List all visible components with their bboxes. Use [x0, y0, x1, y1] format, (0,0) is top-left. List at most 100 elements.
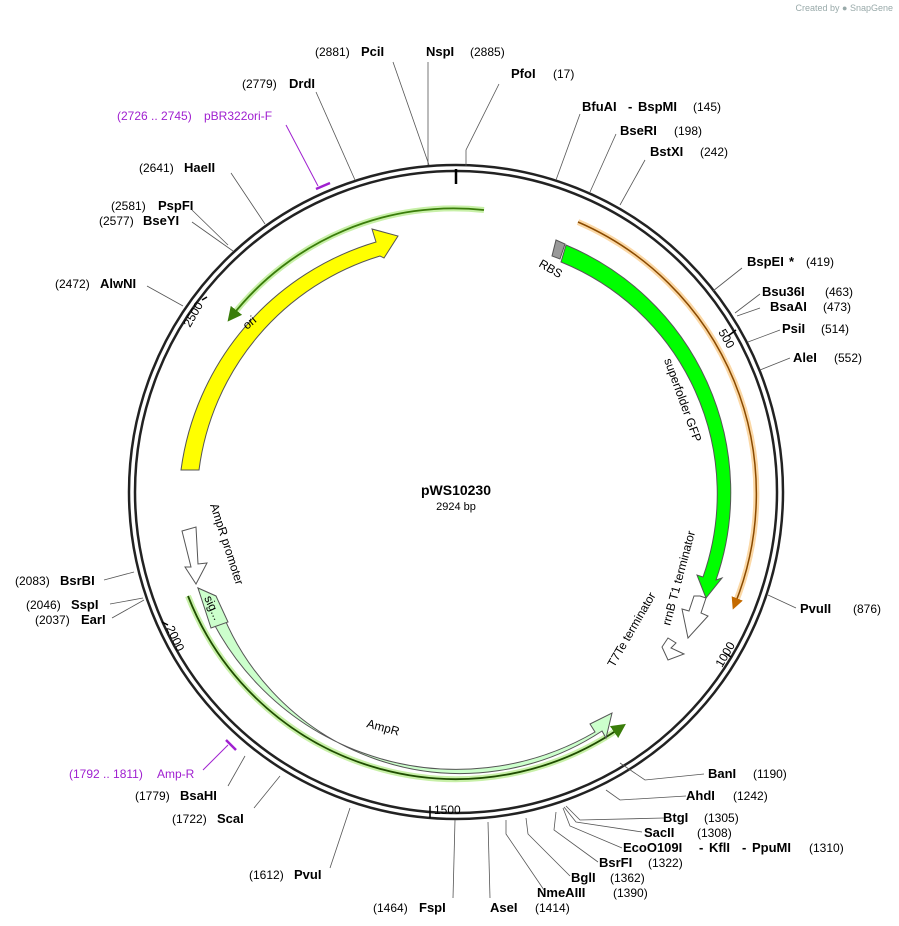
enzyme-labels: (2881) PciI NspI (2885) PfoI (17) (2779)… [15, 44, 881, 915]
enzyme-drdi[interactable]: DrdI [289, 76, 315, 91]
enzyme-nspi[interactable]: NspI [426, 44, 454, 59]
tick-label-1500: 1500 [434, 803, 461, 817]
enzyme-btgi[interactable]: BtgI [663, 810, 688, 825]
enzyme-bspei[interactable]: BspEI [747, 254, 784, 269]
enzyme-sacii-position: (1308) [697, 826, 732, 840]
enzyme-bstxi[interactable]: BstXI [650, 144, 683, 159]
primer-amp-r-position: (1792 .. 1811) [69, 767, 143, 781]
enzyme-fspi[interactable]: FspI [419, 900, 446, 915]
tick-label-2500: 2500 [180, 299, 206, 329]
enzyme-bani-position: (1190) [753, 767, 787, 781]
ampr-strand-line[interactable] [187, 595, 626, 780]
enzyme-bfuai-position: (145) [693, 100, 721, 114]
t7te-terminator-label: T7Te terminator [604, 590, 658, 670]
enzyme-pvuii-position: (876) [853, 602, 881, 616]
enzyme-sspi-position: (2046) [26, 598, 61, 612]
plasmid-name: pWS10230 [421, 482, 491, 498]
enzyme-ppumi[interactable]: PpuMI [752, 840, 791, 855]
enzyme-bgli-position: (1362) [610, 871, 645, 885]
tick-label-2000: 2000 [163, 623, 187, 653]
enzyme-bstxi-position: (242) [700, 145, 728, 159]
scale-ticks: 500 1000 1500 2000 2500 [161, 296, 738, 818]
enzyme-alei-position: (552) [834, 351, 862, 365]
enzyme-pspfi-position: (2581) [111, 199, 146, 213]
enzyme-bspmi-dash: - [628, 99, 632, 114]
enzyme-bani[interactable]: BanI [708, 766, 736, 781]
plasmid-length: 2924 bp [436, 501, 476, 513]
enzyme-eari-position: (2037) [35, 613, 70, 627]
enzyme-bgli[interactable]: BglI [571, 870, 596, 885]
enzyme-pfoi-position: (17) [553, 67, 574, 81]
enzyme-psii-position: (514) [821, 322, 849, 336]
enzyme-bfuai[interactable]: BfuAI [582, 99, 617, 114]
enzyme-bsrbi[interactable]: BsrBI [60, 573, 95, 588]
snapgene-logo-icon: ● [842, 3, 848, 13]
enzyme-ahdi[interactable]: AhdI [686, 788, 715, 803]
enzyme-pcii-position: (2881) [315, 45, 350, 59]
primer-pbr322ori-f-mark[interactable] [315, 181, 331, 191]
ori-strand-line[interactable] [227, 207, 485, 322]
enzyme-pvui[interactable]: PvuI [294, 867, 321, 882]
enzyme-fspi-position: (1464) [373, 901, 408, 915]
enzyme-ecoo109i[interactable]: EcoO109I [623, 840, 682, 855]
superfolder-gfp-feature-arrow[interactable] [560, 244, 732, 599]
ampr-feature-arrow[interactable] [197, 587, 613, 774]
ampr-promoter-arrow[interactable] [181, 526, 208, 585]
enzyme-ahdi-position: (1242) [733, 789, 768, 803]
enzyme-scai-position: (1722) [172, 812, 207, 826]
rrnb-t1-terminator-arrow[interactable] [681, 595, 709, 640]
signal-sequence-feature[interactable] [197, 587, 229, 629]
enzyme-nspi-position: (2885) [470, 45, 505, 59]
enzyme-pcii[interactable]: PciI [361, 44, 384, 59]
enzyme-pfoi[interactable]: PfoI [511, 66, 536, 81]
primer-pbr322ori-f-label[interactable]: pBR322ori-F [204, 109, 272, 123]
enzyme-nmeaiii[interactable]: NmeAIII [537, 885, 585, 900]
primer-pbr322ori-f-leader [285, 124, 319, 187]
enzyme-bsrfi[interactable]: BsrFI [599, 855, 632, 870]
enzyme-scai[interactable]: ScaI [217, 811, 244, 826]
rbs-feature[interactable] [551, 239, 566, 260]
ori-feature-arrow[interactable] [180, 228, 399, 471]
enzyme-kfli[interactable]: KflI [709, 840, 730, 855]
enzyme-ppumi-dash: - [742, 840, 746, 855]
enzyme-haeii-position: (2641) [139, 161, 174, 175]
t7te-terminator-arrow[interactable] [661, 637, 686, 661]
enzyme-nmeaiii-position: (1390) [613, 886, 648, 900]
enzyme-asei[interactable]: AseI [490, 900, 517, 915]
enzyme-alei[interactable]: AleI [793, 350, 817, 365]
ampr-promoter-label: AmpR promoter [207, 502, 246, 587]
enzyme-asei-position: (1414) [535, 901, 570, 915]
enzyme-bsu36i-position: (463) [825, 285, 853, 299]
enzyme-bsahi[interactable]: BsaHI [180, 788, 217, 803]
enzyme-sacii[interactable]: SacII [644, 825, 674, 840]
plasmid-backbone [127, 163, 785, 821]
enzyme-sspi[interactable]: SspI [71, 597, 98, 612]
enzyme-pvuii[interactable]: PvuII [800, 601, 831, 616]
enzyme-haeii[interactable]: HaeII [184, 160, 215, 175]
enzyme-bspmi[interactable]: BspMI [638, 99, 677, 114]
primer-amp-r-label[interactable]: Amp-R [157, 767, 195, 781]
enzyme-leaders [103, 61, 797, 899]
gfp-strand-line[interactable] [577, 221, 758, 610]
enzyme-psii[interactable]: PsiI [782, 321, 805, 336]
enzyme-bseri[interactable]: BseRI [620, 123, 657, 138]
enzyme-kfli-dash: - [699, 840, 703, 855]
ampr-label: AmpR [365, 716, 401, 738]
enzyme-bseyi-position: (2577) [99, 214, 134, 228]
enzyme-pvui-position: (1612) [249, 868, 284, 882]
enzyme-alwni-position: (2472) [55, 277, 90, 291]
enzyme-pspfi[interactable]: PspFI [158, 198, 193, 213]
enzyme-eari[interactable]: EarI [81, 612, 106, 627]
enzyme-bspei-position: (419) [806, 255, 834, 269]
primer-amp-r-mark[interactable] [225, 739, 237, 751]
enzyme-alwni[interactable]: AlwNI [100, 276, 136, 291]
enzyme-bsrbi-position: (2083) [15, 574, 50, 588]
enzyme-bsaai-position: (473) [823, 300, 851, 314]
rbs-label: RBS [537, 256, 565, 280]
enzyme-bsu36i[interactable]: Bsu36I [762, 284, 805, 299]
enzyme-bseyi[interactable]: BseYI [143, 213, 179, 228]
enzyme-drdi-position: (2779) [242, 77, 277, 91]
enzyme-bsaai[interactable]: BsaAI [770, 299, 807, 314]
snapgene-credit: Created by ● SnapGene [795, 3, 893, 13]
